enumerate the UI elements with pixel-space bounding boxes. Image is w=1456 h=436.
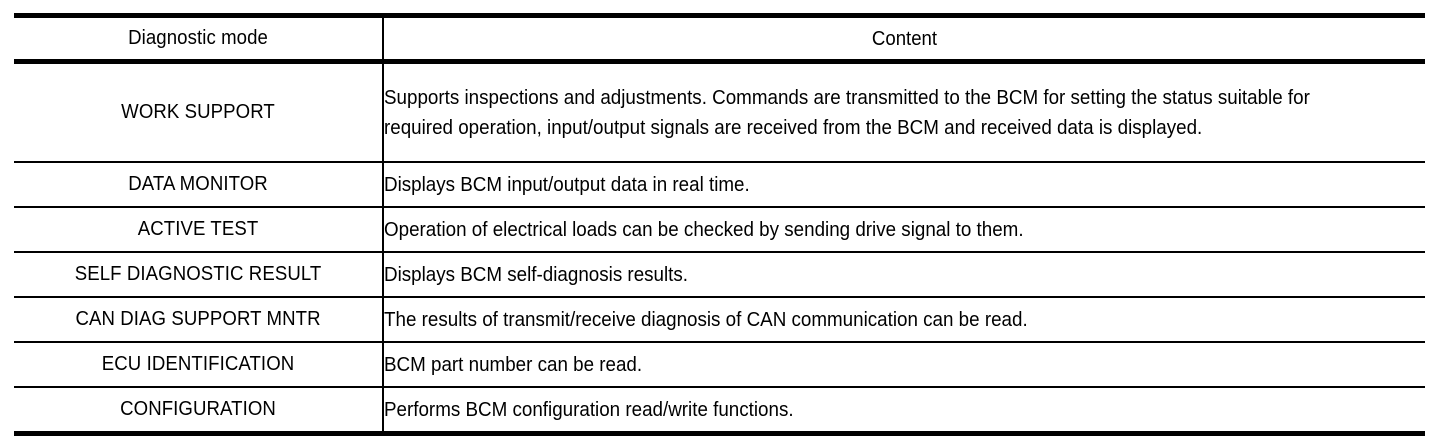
diagnostic-mode-table: Diagnostic mode Content WORK SUPPORT Sup… (14, 13, 1425, 436)
column-header-diagnostic-mode: Diagnostic mode (26, 15, 372, 64)
cell-diagnostic-mode: ACTIVE TEST (26, 206, 372, 252)
table-row: ACTIVE TEST Operation of electrical load… (14, 206, 1425, 252)
table-body: WORK SUPPORT Supports inspections and ad… (14, 61, 1425, 434)
cell-content-text: Displays BCM input/output data in real t… (384, 173, 750, 196)
cell-content-text: Operation of electrical loads can be che… (384, 218, 1024, 241)
diagnostic-mode-table-container: Diagnostic mode Content WORK SUPPORT Sup… (14, 13, 1425, 436)
cell-diagnostic-mode: CONFIGURATION (26, 386, 372, 434)
column-header-content: Content (383, 15, 1425, 64)
cell-content: BCM part number can be read. (383, 341, 1425, 387)
cell-content-text: Performs BCM configuration read/write fu… (384, 398, 794, 421)
cell-content: Supports inspections and adjustments. Co… (383, 62, 1425, 163)
column-header-content-text: Content (871, 27, 938, 50)
cell-diagnostic-mode: CAN DIAG SUPPORT MNTR (26, 296, 372, 342)
cell-content: Displays BCM input/output data in real t… (383, 161, 1425, 207)
table-row: DATA MONITOR Displays BCM input/output d… (14, 161, 1425, 207)
table-header-row: Diagnostic mode Content (14, 15, 1425, 64)
table-row: ECU IDENTIFICATION BCM part number can b… (14, 341, 1425, 387)
cell-content-text: The results of transmit/receive diagnosi… (384, 308, 1028, 331)
table-row: CONFIGURATION Performs BCM configuration… (14, 386, 1425, 434)
cell-content-text: BCM part number can be read. (384, 353, 643, 376)
cell-diagnostic-mode: DATA MONITOR (26, 161, 372, 207)
table-row: CAN DIAG SUPPORT MNTR The results of tra… (14, 296, 1425, 342)
cell-content: Operation of electrical loads can be che… (383, 206, 1425, 252)
cell-diagnostic-mode: WORK SUPPORT (26, 61, 372, 162)
cell-content-text: Displays BCM self-diagnosis results. (384, 263, 689, 286)
table-header: Diagnostic mode Content (14, 15, 1425, 64)
cell-content: The results of transmit/receive diagnosi… (383, 296, 1425, 342)
table-row: WORK SUPPORT Supports inspections and ad… (14, 61, 1425, 163)
cell-content-text: Supports inspections and adjustments. Co… (384, 86, 1310, 139)
table-row: SELF DIAGNOSTIC RESULT Displays BCM self… (14, 251, 1425, 297)
cell-content: Performs BCM configuration read/write fu… (383, 386, 1425, 434)
cell-diagnostic-mode: ECU IDENTIFICATION (26, 341, 372, 387)
cell-content: Displays BCM self-diagnosis results. (383, 251, 1425, 297)
cell-diagnostic-mode: SELF DIAGNOSTIC RESULT (26, 251, 372, 297)
